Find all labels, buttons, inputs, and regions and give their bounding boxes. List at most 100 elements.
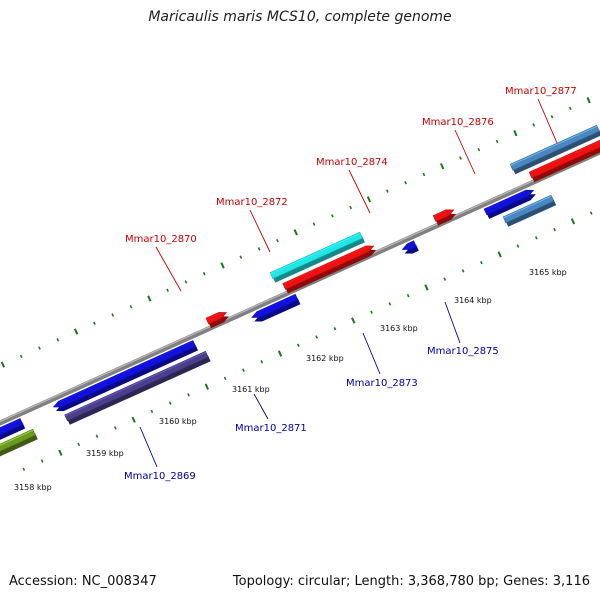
forward-tick bbox=[0, 361, 6, 368]
reverse-tick bbox=[480, 260, 483, 265]
tick-layer bbox=[0, 96, 593, 471]
reverse-tick bbox=[424, 284, 429, 291]
gene-feature-blue bbox=[251, 293, 299, 318]
reverse-tick bbox=[516, 244, 520, 248]
reverse-tick bbox=[58, 449, 63, 456]
reverse-tick bbox=[534, 236, 538, 240]
gene-feature-blue bbox=[483, 189, 535, 216]
reverse-tick bbox=[150, 409, 154, 414]
forward-tick bbox=[19, 354, 23, 359]
forward-tick bbox=[293, 229, 298, 236]
gene-feature-shadow bbox=[67, 355, 211, 425]
kbp-label-3165: 3165 kbp bbox=[529, 268, 567, 277]
gene-feature-highlight bbox=[58, 340, 194, 403]
forward-tick bbox=[439, 163, 445, 170]
forward-tick bbox=[202, 271, 206, 276]
forward-tick bbox=[477, 147, 481, 152]
gene-label-mmar10-2875: Mmar10_2875 bbox=[427, 346, 499, 357]
reverse-tick bbox=[553, 227, 556, 232]
gene-feature-highlight bbox=[64, 351, 207, 417]
gene-label-mmar10-2870: Mmar10_2870 bbox=[125, 234, 197, 245]
reverse-tick bbox=[77, 442, 81, 447]
forward-tick bbox=[257, 247, 261, 251]
reverse-tick bbox=[570, 218, 576, 225]
forward-tick bbox=[349, 205, 353, 210]
gene-feature-shadow bbox=[486, 194, 536, 219]
reverse-tick bbox=[443, 277, 447, 281]
gene-feature-highlight bbox=[529, 140, 600, 174]
gene-feature-highlight bbox=[0, 418, 21, 430]
gene-feature-shadow bbox=[0, 433, 38, 457]
genome-summary-text: Topology: circular; Length: 3,368,780 bp… bbox=[232, 574, 590, 589]
forward-tick bbox=[422, 172, 426, 177]
gene-feature-steelblue bbox=[509, 124, 600, 171]
kbp-label-3160: 3160 kbp bbox=[159, 417, 197, 426]
forward-tick bbox=[129, 305, 133, 309]
gene-feature-highlight bbox=[257, 294, 297, 314]
reverse-tick bbox=[315, 335, 319, 339]
forward-tick bbox=[513, 130, 518, 137]
gene-feature-cyan bbox=[269, 231, 363, 279]
reverse-tick bbox=[22, 467, 26, 471]
forward-tick bbox=[366, 196, 372, 203]
gene-label-mmar10-2873: Mmar10_2873 bbox=[346, 378, 418, 389]
reverse-tick bbox=[242, 368, 245, 372]
gene-feature-slate bbox=[64, 350, 209, 422]
reverse-leader-line bbox=[444, 301, 461, 344]
gene-feature-shadow bbox=[435, 213, 457, 226]
kbp-label-3164: 3164 kbp bbox=[454, 296, 492, 305]
reverse-tick bbox=[168, 401, 172, 405]
map-title: Maricaulis maris MCS10, complete genome bbox=[148, 9, 452, 25]
reverse-tick bbox=[40, 459, 44, 463]
gene-feature-olive bbox=[0, 428, 36, 452]
forward-tick bbox=[239, 255, 243, 259]
reverse-tick bbox=[223, 376, 227, 381]
forward-leader-line bbox=[249, 209, 271, 253]
kbp-label-3163: 3163 kbp bbox=[380, 324, 418, 333]
reverse-tick bbox=[187, 393, 190, 397]
gene-feature-highlight bbox=[282, 246, 367, 285]
forward-tick bbox=[220, 262, 225, 269]
forward-tick bbox=[586, 96, 591, 104]
forward-tick bbox=[276, 238, 279, 243]
forward-tick bbox=[147, 295, 152, 302]
gene-label-mmar10-2872: Mmar10_2872 bbox=[216, 197, 288, 208]
leader-line-layer bbox=[139, 98, 558, 468]
forward-tick bbox=[330, 214, 334, 218]
reverse-tick bbox=[388, 302, 392, 306]
label-layer: 3158 kbp 3159 kbp 3160 kbp 3161 kbp 3162… bbox=[14, 86, 577, 492]
reverse-tick bbox=[497, 251, 502, 258]
reverse-tick bbox=[204, 383, 210, 390]
gene-feature-blue bbox=[52, 340, 196, 408]
kbp-label-3159: 3159 kbp bbox=[86, 449, 124, 458]
forward-tick bbox=[404, 181, 407, 185]
forward-tick bbox=[93, 321, 96, 325]
forward-tick bbox=[38, 346, 41, 350]
reverse-tick bbox=[131, 416, 136, 423]
reverse-tick bbox=[260, 360, 264, 364]
gene-feature-shadow bbox=[505, 199, 557, 227]
reverse-leader-line bbox=[139, 426, 158, 468]
reverse-tick bbox=[589, 211, 593, 215]
reverse-tick bbox=[95, 434, 99, 438]
forward-tick bbox=[56, 338, 60, 342]
gene-feature-shadow bbox=[285, 249, 377, 294]
forward-leader-line bbox=[155, 246, 182, 292]
gene-feature-highlight bbox=[433, 210, 447, 218]
kbp-label-3158: 3158 kbp bbox=[14, 483, 52, 492]
gene-feature-highlight bbox=[0, 429, 34, 446]
kbp-label-3161: 3161 kbp bbox=[232, 385, 270, 394]
kbp-label-3162: 3162 kbp bbox=[306, 354, 344, 363]
reverse-tick bbox=[461, 269, 465, 273]
gene-feature-highlight bbox=[484, 190, 527, 211]
gene-feature-shadow bbox=[208, 316, 229, 329]
gene-feature-steelblue bbox=[502, 194, 555, 224]
reverse-leader-line bbox=[253, 393, 269, 420]
reverse-tick bbox=[277, 350, 283, 357]
gene-label-mmar10-2876: Mmar10_2876 bbox=[422, 117, 494, 128]
forward-tick bbox=[532, 123, 536, 127]
forward-leader-line bbox=[454, 129, 476, 175]
reverse-tick bbox=[370, 310, 373, 314]
reverse-tick bbox=[333, 327, 337, 331]
forward-tick bbox=[385, 189, 389, 193]
